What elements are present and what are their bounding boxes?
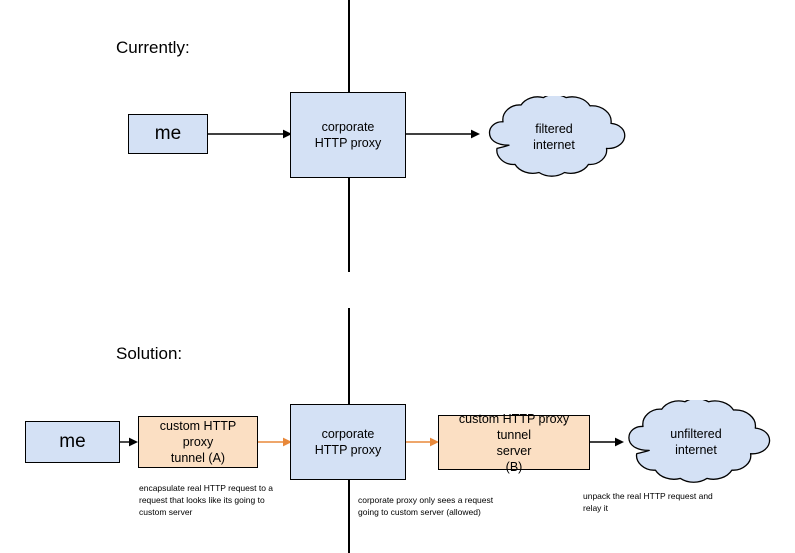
section-title-solution: Solution: <box>116 344 183 363</box>
edge-corporate-proxy-to-filtered-internet <box>405 128 480 140</box>
node-unfiltered-internet-cloud[interactable]: unfiltered internet <box>618 400 774 484</box>
node-tunnel-b-server[interactable]: custom HTTP proxy tunnel server (B) <box>438 412 590 474</box>
edge-tunnel-a-to-corporate-proxy <box>258 436 292 448</box>
edge-me-to-tunnel-a <box>120 436 138 448</box>
node-me-currently-label: me <box>154 122 182 144</box>
caption-tunnel-a: encapsulate real HTTP request to a reque… <box>139 483 274 518</box>
node-corporate-proxy-solution-label: corporate HTTP proxy <box>314 427 382 457</box>
node-tunnel-b-server-label: custom HTTP proxy tunnel server (B) <box>458 411 570 474</box>
node-filtered-internet-cloud[interactable]: filtered internet <box>479 96 629 178</box>
caption-tunnel-b-server: unpack the real HTTP request and relay i… <box>583 491 713 514</box>
caption-corporate-proxy: corporate proxy only sees a request goin… <box>358 495 494 518</box>
node-tunnel-a[interactable]: custom HTTP proxy tunnel (A) <box>138 416 258 468</box>
section-title-currently: Currently: <box>116 38 190 57</box>
edge-me-to-corporate-proxy-top <box>208 128 292 140</box>
node-corporate-proxy-currently-label: corporate HTTP proxy <box>314 120 382 150</box>
node-unfiltered-internet-label: unfiltered internet <box>670 427 722 457</box>
node-filtered-internet-label: filtered internet <box>533 122 575 152</box>
edge-corporate-proxy-to-tunnel-b <box>405 436 439 448</box>
node-me-solution[interactable]: me <box>25 421 120 463</box>
node-corporate-proxy-currently[interactable]: corporate HTTP proxy <box>290 92 406 178</box>
node-tunnel-a-label: custom HTTP proxy tunnel (A) <box>159 419 237 465</box>
node-me-currently[interactable]: me <box>128 114 208 154</box>
node-corporate-proxy-solution[interactable]: corporate HTTP proxy <box>290 404 406 480</box>
node-me-solution-label: me <box>59 430 86 452</box>
